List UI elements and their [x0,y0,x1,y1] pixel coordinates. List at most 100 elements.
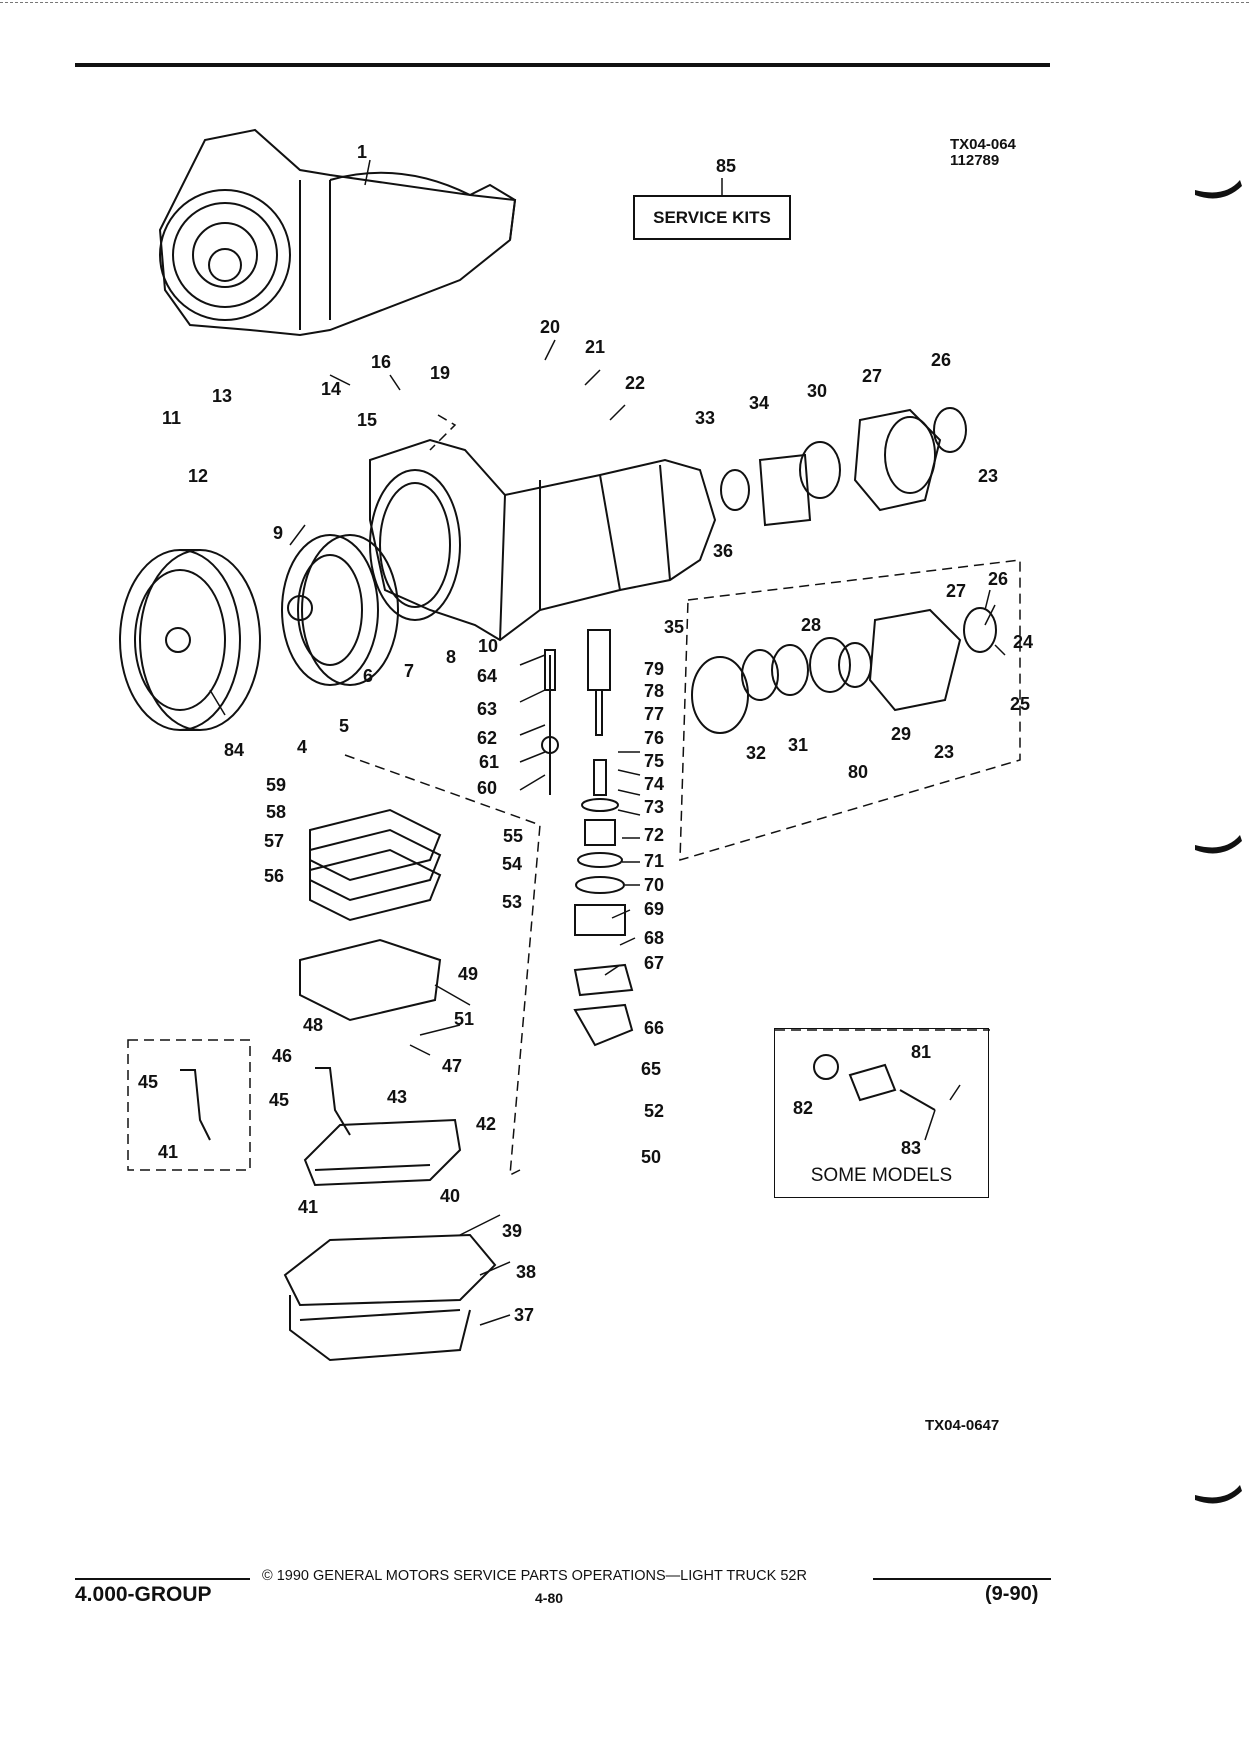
callout-41-inset: 41 [158,1142,179,1162]
callout-47: 47 [442,1056,463,1076]
callout-79: 79 [644,659,665,679]
callout-26-lower: 26 [988,569,1009,589]
callout-55: 55 [503,826,524,846]
callout-84: 84 [224,740,245,760]
callout-13: 13 [212,386,233,406]
callout-8: 8 [446,647,457,667]
figure-code: TX04-0647 [925,1417,1000,1434]
filter-tube-inset-drawing [180,1067,351,1141]
callout-14: 14 [321,379,342,399]
callout-59: 59 [266,775,287,795]
accumulator-stack-drawing [541,629,634,1047]
callout-53: 53 [502,892,523,912]
callout-56: 56 [264,866,285,886]
callout-4: 4 [297,737,308,757]
callout-45: 45 [269,1090,290,1110]
service-kits-number: 85 [716,156,737,176]
callout-36: 36 [713,541,734,561]
callout-74: 74 [644,774,665,794]
service-kits-box: SERVICE KITS [633,195,791,240]
oil-filter-drawing [303,1118,462,1187]
callout-31: 31 [788,735,809,755]
callout-38: 38 [516,1262,537,1282]
transmission-assembly-drawing [158,128,517,337]
callout-64: 64 [477,666,498,686]
footer-copyright: © 1990 GENERAL MOTORS SERVICE PARTS OPER… [262,1568,807,1584]
callout-20: 20 [540,317,561,337]
callout-83: 83 [901,1138,922,1158]
callout-7: 7 [404,661,415,681]
callout-72: 72 [644,825,665,845]
valve-body-drawing [299,808,442,1022]
callout-71: 71 [644,851,665,871]
callout-68: 68 [644,928,665,948]
callout-10: 10 [478,636,499,656]
callout-35: 35 [664,617,685,637]
callout-73: 73 [644,797,665,817]
page-edge-marks [1195,180,1242,1504]
callout-48: 48 [303,1015,324,1035]
callout-1: 1 [357,142,368,162]
callout-22: 22 [625,373,646,393]
footer-date: (9-90) [985,1583,1039,1605]
callout-32: 32 [746,743,767,763]
callout-60: 60 [477,778,498,798]
callout-61: 61 [479,752,500,772]
callout-77: 77 [644,704,665,724]
callout-12: 12 [188,466,209,486]
callout-49: 49 [458,964,479,984]
callout-25: 25 [1010,694,1031,714]
callout-45-inset: 45 [138,1072,159,1092]
callout-24: 24 [1013,632,1034,652]
callout-11: 11 [162,408,182,428]
service-kits-label: SERVICE KITS [653,207,771,227]
callout-26-upper: 26 [931,350,952,370]
callout-39: 39 [502,1221,523,1241]
callout-42: 42 [476,1114,497,1134]
extension-housing-upper-drawing [720,407,967,527]
scan-edge-line [0,2,1249,3]
callout-82: 82 [793,1098,814,1118]
callout-19: 19 [430,363,451,383]
some-models-box: SOME MODELS [774,1028,989,1198]
callout-41: 41 [298,1197,319,1217]
callout-69: 69 [644,899,665,919]
callout-30: 30 [807,381,828,401]
callout-62: 62 [477,728,498,748]
callout-43: 43 [387,1087,408,1107]
callout-65: 65 [641,1059,662,1079]
callout-70: 70 [644,875,665,895]
callout-78: 78 [644,681,665,701]
callout-9: 9 [273,523,284,543]
callout-40: 40 [440,1186,461,1206]
callout-34: 34 [749,393,770,413]
footer-rule-left [75,1578,250,1580]
callout-81: 81 [911,1042,932,1062]
oil-pump-drawing [281,534,399,686]
callout-58: 58 [266,802,287,822]
callout-37: 37 [514,1305,535,1325]
callout-66: 66 [644,1018,665,1038]
callout-33: 33 [695,408,716,428]
callout-80: 80 [848,762,869,782]
callout-50: 50 [641,1147,662,1167]
callout-29: 29 [891,724,912,744]
footer-page-number: 4-80 [535,1590,564,1606]
callout-6: 6 [363,666,374,686]
oil-pan-drawing [283,1233,497,1362]
header-rule [75,63,1050,67]
speed-sensor-inset-drawing [813,1054,936,1111]
callout-27-upper: 27 [862,366,883,386]
drawing-code: TX04-064 [950,136,1016,153]
footer-rule-right [873,1578,1051,1580]
footer-group: 4.000-GROUP [75,1583,212,1606]
callout-52: 52 [644,1101,665,1121]
callout-16: 16 [371,352,392,372]
callout-28: 28 [801,615,822,635]
some-models-label: SOME MODELS [810,1165,953,1186]
callout-57: 57 [264,831,285,851]
callout-51: 51 [454,1009,475,1029]
callout-75: 75 [644,751,665,771]
callout-21: 21 [585,337,606,357]
